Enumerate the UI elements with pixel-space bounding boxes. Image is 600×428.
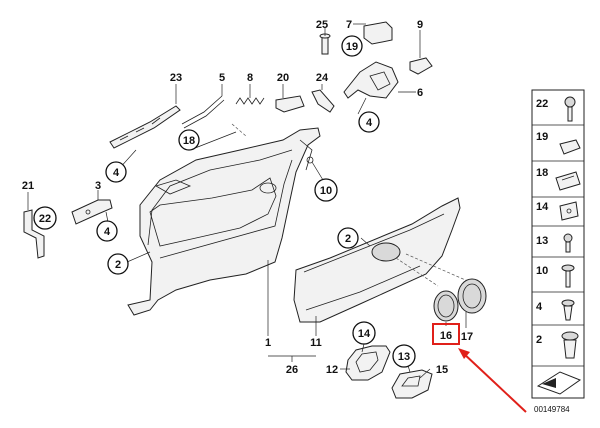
callout-14: 14 (352, 321, 376, 345)
label-7: 7 (346, 19, 352, 31)
catalog-number: 00149784 (534, 405, 570, 414)
screw-icon-13 (563, 233, 573, 253)
svg-text:2: 2 (345, 233, 351, 245)
bracket-21 (23, 209, 45, 259)
screw-icon-22 (564, 96, 576, 122)
bracket-20 (275, 95, 305, 113)
svg-text:18: 18 (183, 135, 195, 147)
bracket-24 (311, 89, 335, 113)
svg-text:16: 16 (440, 330, 452, 342)
sidebar-label-13: 13 (536, 235, 548, 247)
clip-icon-19 (559, 139, 581, 155)
callout-4-top: 4 (358, 111, 380, 133)
svg-text:14: 14 (358, 328, 371, 340)
label-17: 17 (461, 331, 473, 343)
rear-side-trim-panel (127, 123, 321, 316)
cover-trim (391, 369, 433, 399)
speaker-grille-17 (457, 278, 487, 314)
svg-text:4: 4 (113, 167, 120, 179)
highlight-part-16: 16 (432, 323, 460, 345)
svg-text:4: 4 (104, 226, 111, 238)
bracket-6 (343, 61, 399, 99)
label-11: 11 (310, 337, 322, 349)
sidebar-label-14: 14 (536, 201, 549, 213)
svg-text:2: 2 (115, 259, 121, 271)
label-15: 15 (436, 364, 448, 376)
label-25: 25 (316, 19, 328, 31)
strip-5 (181, 95, 225, 129)
fastener-sidebar: 22 19 18 14 13 10 4 2 (531, 89, 585, 399)
sidebar-label-18: 18 (536, 167, 548, 179)
nut-icon-14 (559, 201, 579, 221)
svg-text:13: 13 (398, 351, 410, 363)
callout-2-right: 2 (337, 227, 359, 249)
red-pointer-arrow (458, 348, 527, 413)
handle-recess (345, 345, 391, 381)
lower-trim-panel (293, 197, 471, 323)
label-26: 26 (286, 364, 298, 376)
callout-22: 22 (33, 206, 57, 230)
clip-icon-18 (555, 171, 581, 191)
svg-text:19: 19 (346, 41, 358, 53)
clip-9 (409, 57, 433, 75)
sidebar-label-10: 10 (536, 265, 548, 277)
callout-4-mid: 4 (96, 220, 118, 242)
label-1: 1 (265, 337, 271, 349)
label-5: 5 (219, 72, 225, 84)
pin-25 (319, 33, 331, 55)
callout-13: 13 (392, 344, 416, 368)
sidebar-label-2: 2 (536, 334, 542, 346)
callout-18: 18 (178, 129, 200, 151)
label-3: 3 (95, 180, 101, 192)
sidebar-label-19: 19 (536, 131, 548, 143)
spring-8 (235, 97, 265, 105)
generic-part-icon (536, 371, 582, 395)
label-20: 20 (277, 72, 289, 84)
strip-23 (109, 105, 181, 149)
callout-19: 19 (341, 35, 363, 57)
label-8: 8 (247, 72, 253, 84)
svg-text:10: 10 (320, 185, 332, 197)
bracket-7 (363, 21, 393, 45)
callout-10: 10 (314, 178, 338, 202)
label-6: 6 (417, 87, 423, 99)
label-23: 23 (170, 72, 182, 84)
callout-4-left: 4 (105, 161, 127, 183)
screw-icon-10 (561, 264, 575, 288)
label-24: 24 (316, 72, 329, 84)
label-12: 12 (326, 364, 338, 376)
speaker-grille-16 (433, 290, 459, 322)
svg-text:22: 22 (39, 213, 51, 225)
label-21: 21 (22, 180, 34, 192)
clip-icon-2 (561, 331, 579, 359)
svg-text:4: 4 (366, 117, 373, 129)
callout-2-left: 2 (107, 253, 129, 275)
clip-icon-4 (561, 299, 575, 321)
sidebar-label-4: 4 (536, 301, 543, 313)
sidebar-label-22: 22 (536, 98, 548, 110)
label-9: 9 (417, 19, 423, 31)
